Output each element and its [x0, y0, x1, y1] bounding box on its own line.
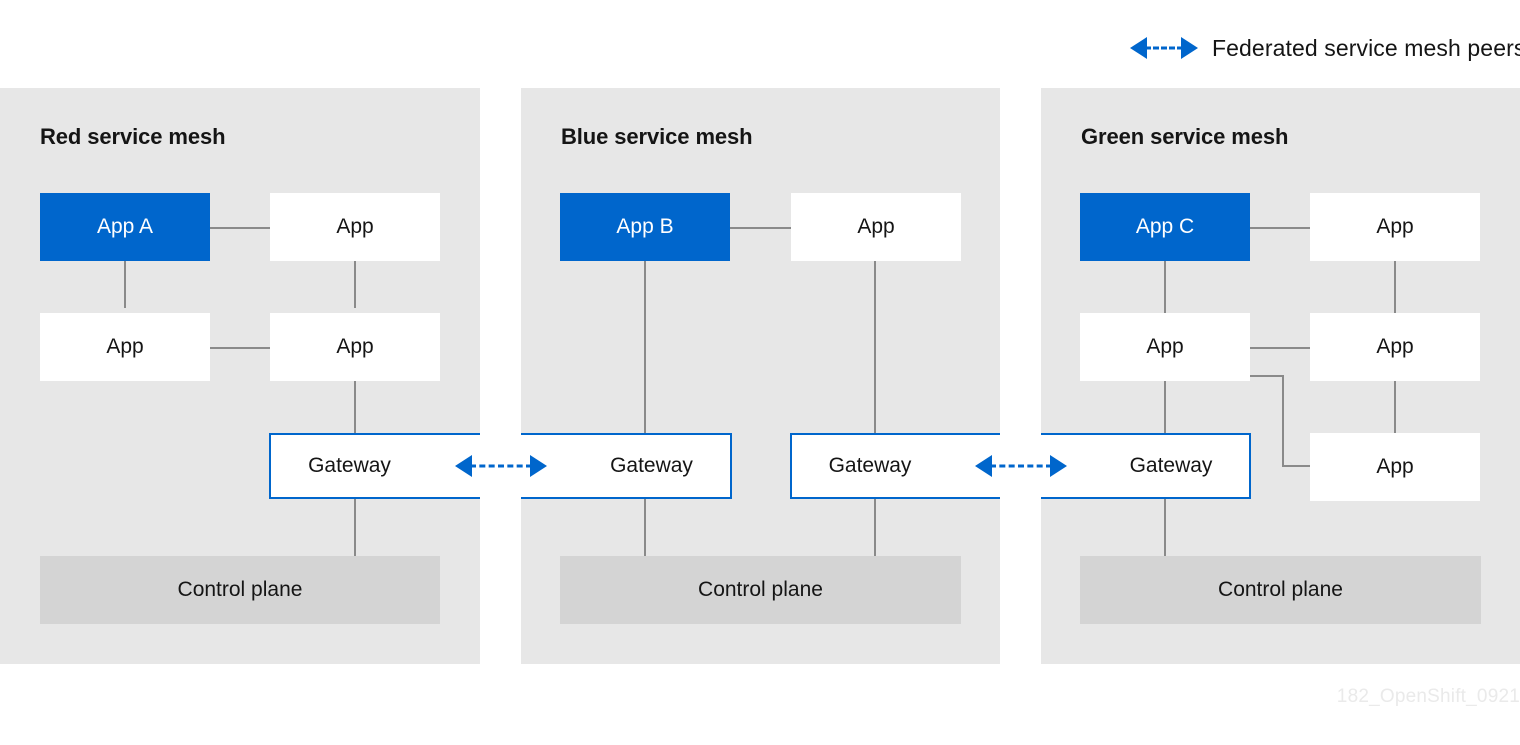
- connector-gateway-left-to-control-plane: [644, 499, 646, 556]
- gateway-label: Gateway: [1129, 454, 1213, 477]
- connector-gateway-to-control-plane: [1164, 499, 1166, 556]
- node-label: App: [1376, 335, 1414, 358]
- node-label: App: [1376, 455, 1414, 478]
- arrow-head-left: [1130, 37, 1147, 59]
- mesh-title-blue: Blue service mesh: [561, 124, 753, 149]
- connector-app-to-app-below: [1394, 261, 1396, 313]
- connector-gateway-to-control-plane: [354, 499, 356, 556]
- dashed-line: [470, 464, 532, 468]
- connector-appb-to-gateway: [644, 261, 646, 433]
- node-label: App: [336, 335, 374, 358]
- node-app-blue-1[interactable]: App: [791, 193, 961, 261]
- control-plane-green[interactable]: Control plane: [1080, 556, 1481, 624]
- control-plane-blue[interactable]: Control plane: [560, 556, 961, 624]
- node-label: App A: [96, 215, 154, 238]
- node-app-green-2[interactable]: App: [1080, 313, 1250, 381]
- node-app-green-3[interactable]: App: [1310, 313, 1480, 381]
- node-label: App B: [616, 215, 674, 238]
- mesh-panel-blue: Blue service mesh App B App Gateway Gate…: [521, 88, 1000, 664]
- node-label: App: [106, 335, 144, 358]
- connector-appb-to-app: [730, 227, 791, 229]
- mesh-title-red: Red service mesh: [40, 124, 226, 149]
- gateway-label: Gateway: [828, 454, 912, 477]
- connector-elbow-segment-top: [1250, 375, 1284, 377]
- connector-appc-to-app-below: [1164, 261, 1166, 313]
- arrow-head-left: [975, 455, 992, 477]
- gateway-green[interactable]: Gateway: [1041, 433, 1251, 499]
- node-label: App: [1376, 215, 1414, 238]
- control-plane-label: Control plane: [177, 578, 303, 601]
- node-app-b[interactable]: App B: [560, 193, 730, 261]
- connector-elbow-segment-vertical: [1282, 375, 1284, 467]
- connector-app-to-app-below: [354, 252, 356, 308]
- node-label: App: [857, 215, 895, 238]
- node-app-a[interactable]: App A: [40, 193, 210, 261]
- node-label: App C: [1135, 215, 1195, 238]
- legend: Federated service mesh peers: [1130, 28, 1520, 68]
- arrow-head-right: [1181, 37, 1198, 59]
- gateway-label: Gateway: [610, 454, 693, 477]
- watermark: 182_OpenShift_0921: [1336, 686, 1520, 707]
- legend-label: Federated service mesh peers: [1212, 34, 1520, 61]
- node-app-red-3[interactable]: App: [270, 313, 440, 381]
- arrow-head-right: [1050, 455, 1067, 477]
- node-app-green-4[interactable]: App: [1310, 433, 1480, 501]
- connector-appa-to-app-below: [124, 252, 126, 308]
- connector-app-to-gateway: [354, 372, 356, 434]
- peer-link-blue-green[interactable]: [975, 455, 1067, 477]
- connector-app-to-app-row2: [1250, 347, 1310, 349]
- node-label: App: [336, 215, 374, 238]
- mesh-panel-red: Red service mesh App A App App App Gatew…: [0, 88, 480, 664]
- connector-elbow-segment-bottom: [1282, 465, 1310, 467]
- arrow-head-left: [455, 455, 472, 477]
- connector-appa-to-app: [210, 227, 270, 229]
- node-app-c[interactable]: App C: [1080, 193, 1250, 261]
- mesh-panel-green: Green service mesh App C App App App App…: [1041, 88, 1520, 664]
- node-app-green-1[interactable]: App: [1310, 193, 1480, 261]
- dashed-line: [990, 464, 1052, 468]
- gateway-red[interactable]: Gateway: [269, 433, 480, 499]
- control-plane-label: Control plane: [1218, 578, 1343, 601]
- connector-gateway-right-to-control-plane: [874, 499, 876, 556]
- connector-app-to-gateway: [1164, 381, 1166, 433]
- node-app-red-1[interactable]: App: [270, 193, 440, 261]
- connector-appc-to-app: [1250, 227, 1310, 229]
- mesh-title-green: Green service mesh: [1081, 124, 1289, 149]
- connector-app-to-app-row3: [1394, 381, 1396, 433]
- dashed-line: [1145, 46, 1183, 50]
- control-plane-red[interactable]: Control plane: [40, 556, 440, 624]
- gateway-label: Gateway: [308, 454, 391, 477]
- dashed-double-arrow-icon: [1130, 37, 1198, 59]
- node-app-red-2[interactable]: App: [40, 313, 210, 381]
- gateway-blue-right[interactable]: Gateway: [790, 433, 1000, 499]
- control-plane-label: Control plane: [698, 578, 823, 601]
- node-label: App: [1146, 335, 1184, 358]
- gateway-blue-left[interactable]: Gateway: [521, 433, 732, 499]
- arrow-head-right: [530, 455, 547, 477]
- connector-app-to-app-row2: [210, 347, 270, 349]
- connector-app-to-gateway: [874, 261, 876, 433]
- peer-link-red-blue[interactable]: [455, 455, 547, 477]
